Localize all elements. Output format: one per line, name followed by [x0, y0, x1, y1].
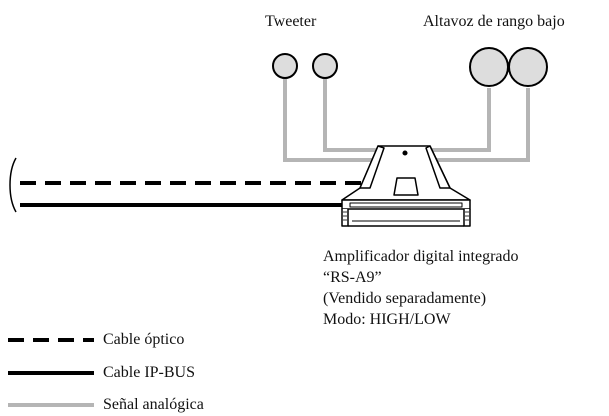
tweeter-right	[312, 53, 338, 79]
tweeter-left-wire	[283, 78, 382, 162]
amplifier-emblem	[393, 177, 419, 196]
amplifier-name: Amplificador digital integrado	[323, 248, 519, 265]
tweeter-pair	[272, 53, 338, 79]
woofer-left-wire	[420, 88, 491, 152]
legend-analog-label: Señal analógica	[103, 396, 204, 413]
woofer-right	[508, 47, 548, 87]
tweeter-right-wire	[323, 78, 378, 152]
woofer-label: Altavoz de rango bajo	[423, 13, 565, 30]
amplifier-right-rail	[463, 209, 471, 227]
legend-optical-label: Cable óptico	[103, 331, 185, 348]
woofer-right-wire	[430, 88, 530, 162]
tweeter-label: Tweeter	[265, 13, 317, 30]
amplifier-mode: Modo: HIGH/LOW	[323, 311, 451, 328]
cable-break-mark	[9, 157, 17, 213]
analog-wires	[283, 78, 530, 162]
legend-ipbus-label: Cable IP-BUS	[103, 364, 195, 381]
amplifier-indicator	[402, 150, 408, 156]
amplifier-note: (Vendido separadamente)	[323, 290, 487, 307]
amplifier-base-inner	[349, 202, 463, 208]
amplifier-left-rail	[341, 209, 349, 227]
amplifier-unit	[341, 145, 471, 227]
amplifier-left-facet	[359, 145, 385, 189]
rail-hatching	[343, 211, 469, 221]
woofer-pair	[469, 47, 548, 87]
woofer-left	[469, 47, 509, 87]
amplifier-model: “RS-A9”	[323, 269, 382, 286]
tweeter-left	[272, 53, 298, 79]
amplifier-right-facet	[425, 145, 451, 189]
